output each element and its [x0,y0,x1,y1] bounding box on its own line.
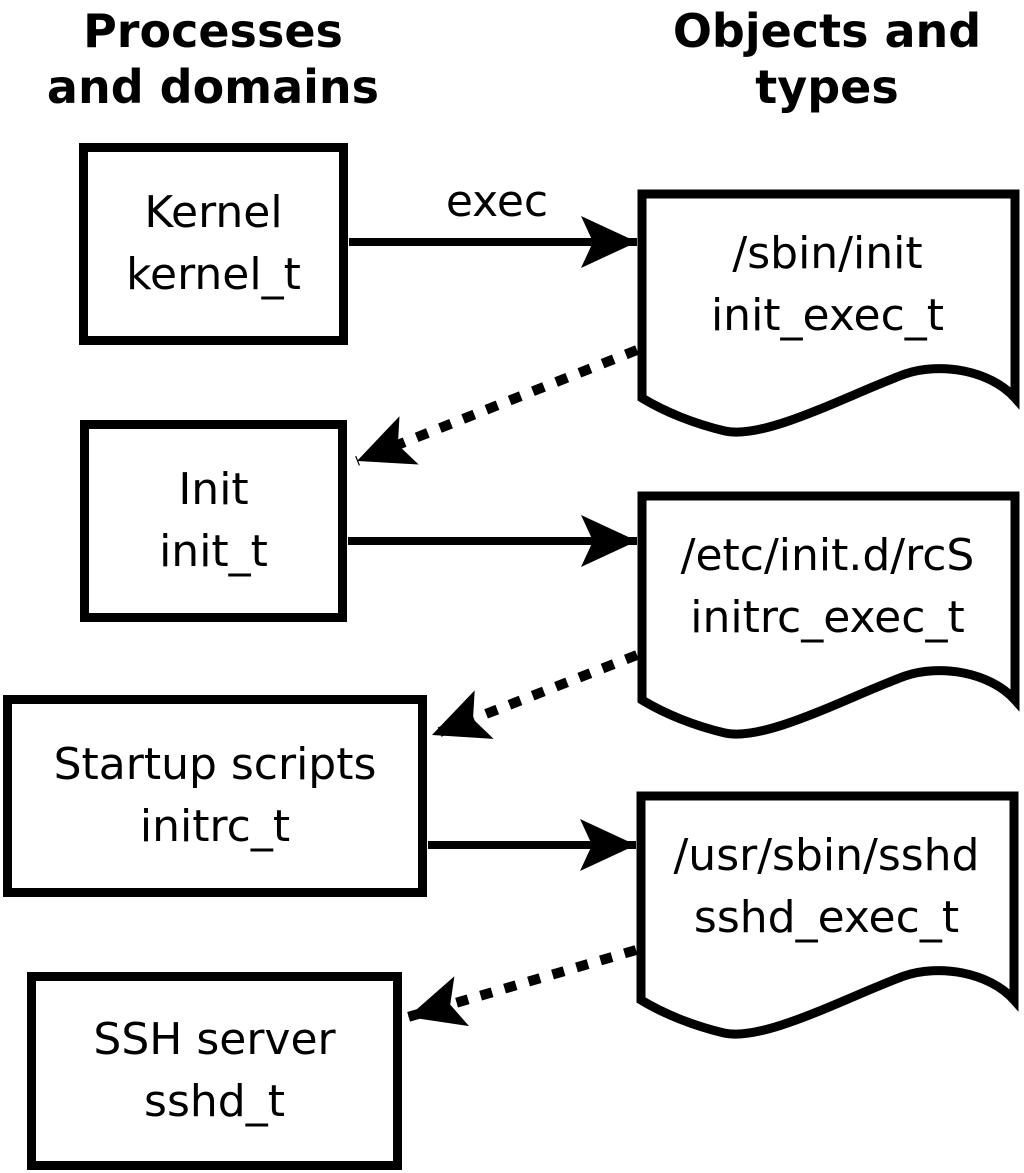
sbin-init-document [637,189,1020,437]
transition-arrow-sshd-exec-to-sshd [406,945,638,1027]
ssh-server-box [27,972,402,1170]
kernel-box [79,143,348,345]
startup-scripts-box [3,695,427,897]
etc-initd-rcs-document [637,491,1020,739]
transition-arrow-sbin-init-to-init [355,345,639,466]
usr-sbin-sshd-document [636,791,1019,1039]
transition-arrow-rcs-to-initrc [430,650,639,740]
init-box [80,420,347,622]
